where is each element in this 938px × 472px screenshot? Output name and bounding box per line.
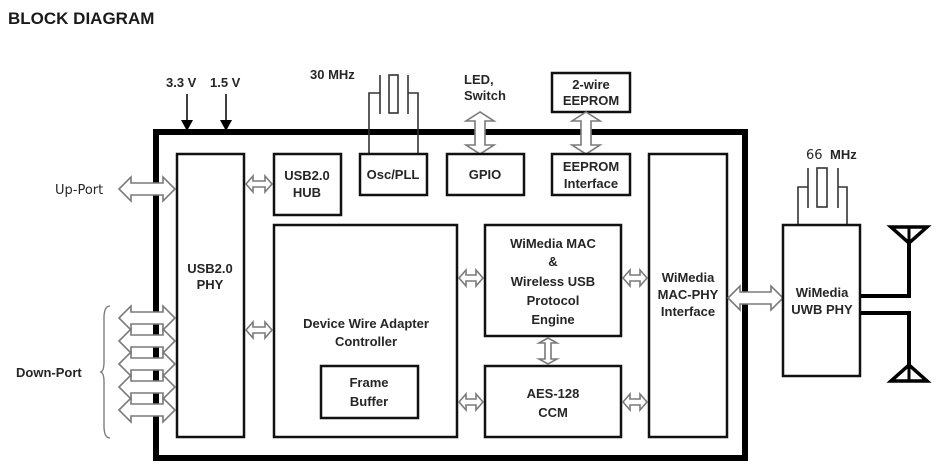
- dwa-aes-arrow: [457, 391, 485, 413]
- mac-engine-line2: &: [548, 254, 557, 269]
- up-port-arrow[interactable]: [117, 175, 177, 203]
- eeprom-2wire-box: [550, 71, 632, 114]
- phy-hub-arrow: [244, 173, 274, 195]
- frame-buffer-line2: Buffer: [350, 394, 388, 409]
- dwa-line1: Device Wire Adapter: [303, 316, 429, 331]
- power-inputs: 3.3 V 1.5 V: [166, 75, 241, 131]
- power-label-1v5: 1.5 V: [210, 75, 241, 90]
- gpio-label: GPIO: [469, 167, 502, 182]
- crystal-66mhz: 66 MHz: [797, 147, 857, 225]
- mac-aes-arrow: [535, 337, 561, 365]
- eeprom-2wire-line2: EEPROM: [563, 93, 619, 108]
- down-port-arrow[interactable]: [117, 373, 177, 401]
- aes-ccm-block: [483, 364, 623, 439]
- crystal-30mhz-label: 30 MHz: [310, 67, 355, 82]
- osc-pll-block: [358, 152, 429, 197]
- crystal-icon: [816, 167, 828, 208]
- eeprom-if-line2: Interface: [564, 176, 618, 191]
- mac-engine-line1: WiMedia MAC: [510, 236, 596, 251]
- mac-engine-block: [483, 223, 623, 338]
- uwb-phy-line1: WiMedia: [796, 285, 849, 300]
- aes-line2: CCM: [538, 405, 568, 420]
- down-port-arrows: [117, 304, 177, 424]
- mac-phy-line3: Interface: [661, 304, 715, 319]
- macphy-uwb-arrow: [726, 284, 785, 312]
- antennas: [861, 225, 932, 383]
- diagram-title: BLOCK DIAGRAM: [8, 9, 154, 28]
- mac-engine-line5: Engine: [531, 312, 574, 327]
- down-port-brace: [99, 305, 111, 439]
- crystal-30mhz: 30 MHz: [310, 67, 419, 154]
- mac-engine-line4: Protocol: [527, 293, 580, 308]
- usb-phy-line2: PHY: [197, 277, 224, 292]
- crystal-66mhz-unit: MHz: [830, 147, 857, 162]
- up-port-label: Up-Port: [55, 183, 103, 198]
- switch-label: Switch: [464, 88, 506, 103]
- mac-phy-line1: WiMedia: [662, 270, 715, 285]
- down-port-arrow[interactable]: [117, 350, 177, 378]
- usb-phy-block: [175, 152, 246, 439]
- uwb-phy-block: [781, 223, 862, 378]
- dwa-mac-arrow: [457, 267, 485, 289]
- aes-line1: AES-128: [527, 386, 580, 401]
- usb-hub-line2: HUB: [293, 185, 321, 200]
- usb-hub-block: [272, 152, 343, 217]
- mac-phy-line2: MAC-PHY: [658, 287, 719, 302]
- arrow-down-icon: [181, 120, 193, 131]
- eeprom-if-line1: EEPROM: [563, 159, 619, 174]
- arrow-down-icon: [220, 120, 232, 131]
- power-label-3v3: 3.3 V: [166, 75, 197, 90]
- crystal-66mhz-num: 66: [806, 148, 823, 163]
- osc-pll-label: Osc/PLL: [367, 167, 420, 182]
- frame-buffer-block: [319, 364, 420, 420]
- eeprom-2wire-line1: 2-wire: [572, 77, 610, 92]
- down-port-arrow[interactable]: [117, 327, 177, 355]
- dwa-line2: Controller: [335, 334, 397, 349]
- phy-dwa-arrow: [244, 319, 274, 341]
- uwb-phy-line2: UWB PHY: [791, 302, 853, 317]
- down-port-arrow[interactable]: [117, 304, 177, 332]
- frame-buffer-line1: Frame: [349, 375, 388, 390]
- eeprom-interface-block: [550, 152, 632, 197]
- mac-macphy-arrow: [621, 267, 649, 289]
- internal-connections: [244, 173, 649, 413]
- mac-engine-line3: Wireless USB: [511, 274, 595, 289]
- aes-macphy-arrow: [621, 391, 649, 413]
- usb-phy-line1: USB2.0: [187, 261, 233, 276]
- gpio-block: [445, 152, 526, 197]
- mac-phy-interface-block: [647, 152, 729, 439]
- crystal-icon: [388, 74, 399, 114]
- led-label: LED,: [464, 72, 494, 87]
- down-port-arrow[interactable]: [117, 396, 177, 424]
- down-port-label: Down-Port: [16, 365, 82, 380]
- usb-hub-line1: USB2.0: [284, 168, 330, 183]
